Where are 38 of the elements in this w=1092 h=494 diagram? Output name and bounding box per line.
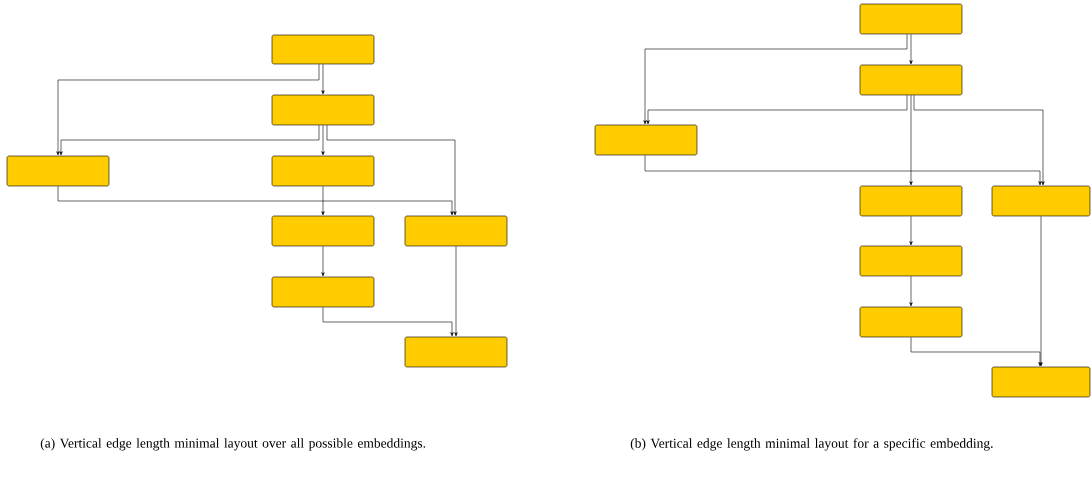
- arrow: [910, 337, 1042, 367]
- process-box: [271, 94, 375, 126]
- process-box: [271, 215, 375, 247]
- arrow: [644, 155, 1042, 186]
- process-box: [991, 366, 1091, 398]
- arrow: [909, 34, 913, 65]
- arrow: [321, 186, 325, 216]
- process-box: [859, 245, 963, 277]
- process-box: [859, 64, 963, 96]
- arrow: [646, 95, 908, 125]
- process-box: [404, 215, 508, 247]
- process-box: [859, 306, 963, 338]
- arrow: [322, 307, 454, 337]
- arrow: [909, 276, 913, 307]
- caption: (a) Vertical edge length minimal layout over all possible embeddings.: [40, 438, 426, 451]
- arrow: [913, 95, 1045, 186]
- arrow: [909, 216, 913, 246]
- arrow: [454, 246, 458, 337]
- arrow: [57, 186, 454, 216]
- process-box: [271, 155, 375, 187]
- arrow: [326, 125, 457, 216]
- arrow: [321, 64, 325, 95]
- arrow: [321, 125, 325, 156]
- process-box: [271, 34, 375, 65]
- process-box: [859, 3, 963, 35]
- arrow: [1039, 216, 1043, 367]
- process-box: [859, 185, 963, 217]
- process-box: [271, 276, 375, 308]
- arrow: [321, 246, 325, 277]
- arrow: [59, 125, 320, 156]
- process-box: [6, 155, 110, 187]
- process-box: [404, 336, 508, 368]
- arrow: [643, 34, 908, 125]
- process-box: [991, 185, 1091, 217]
- arrow: [909, 95, 913, 186]
- process-box: [594, 124, 698, 156]
- arrow: [56, 64, 320, 156]
- caption: (b) Vertical edge length minimal layout for a specific embedding.: [630, 438, 993, 451]
